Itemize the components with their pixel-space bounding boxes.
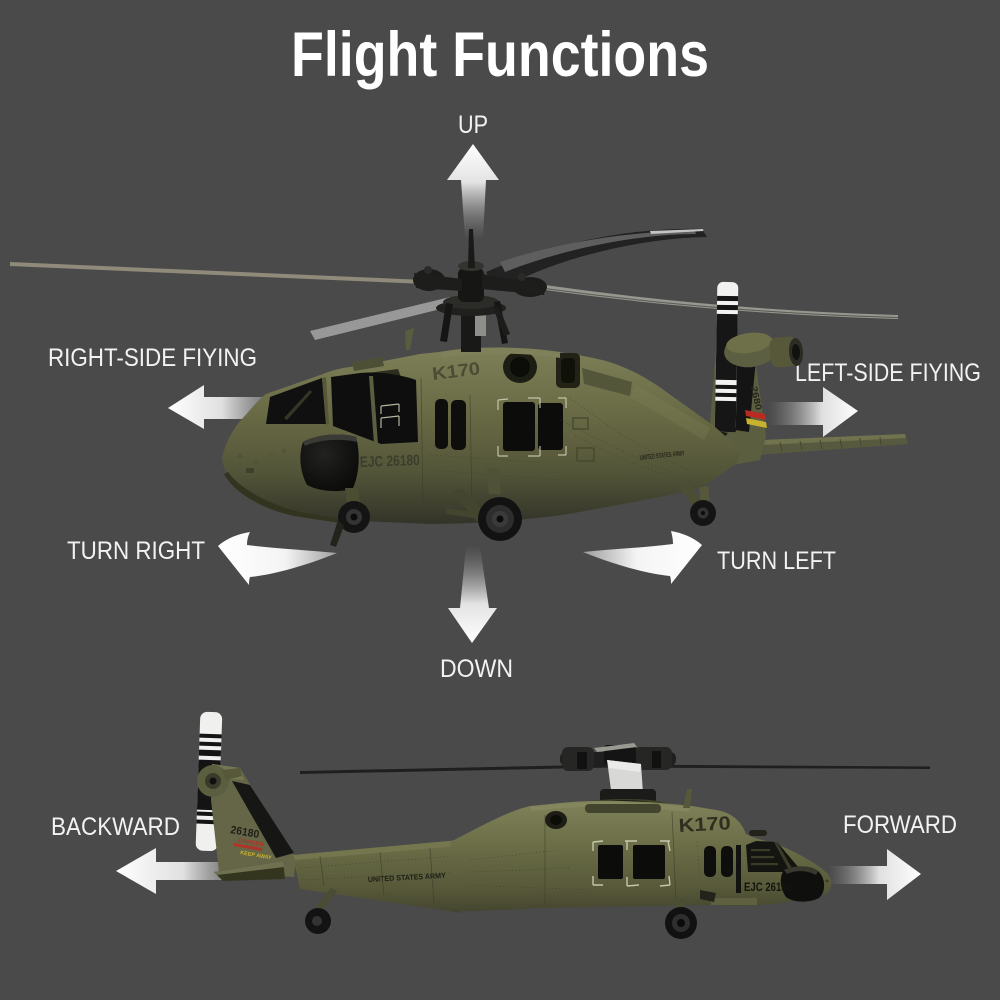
svg-text:2680: 2680: [749, 385, 764, 411]
svg-text:DOWN: DOWN: [440, 655, 513, 683]
svg-text:BACKWARD: BACKWARD: [51, 813, 180, 841]
svg-text:UNITED STATES ARMY: UNITED STATES ARMY: [368, 871, 446, 884]
svg-text:DANGER: DANGER: [238, 838, 265, 849]
svg-text:26180: 26180: [229, 824, 260, 841]
svg-text:Flight Functions: Flight Functions: [291, 20, 709, 90]
svg-text:FORWARD: FORWARD: [843, 811, 957, 839]
svg-text:UNITED STATES ARMY: UNITED STATES ARMY: [639, 450, 685, 462]
svg-text:RIGHT-SIDE FIYING: RIGHT-SIDE FIYING: [48, 344, 257, 372]
svg-text:UP: UP: [458, 111, 488, 139]
svg-text:LEFT-SIDE FIYING: LEFT-SIDE FIYING: [795, 359, 981, 387]
svg-text:KEEP AWAY: KEEP AWAY: [240, 850, 273, 862]
svg-text:K170: K170: [678, 813, 731, 837]
svg-text:TURN RIGHT: TURN RIGHT: [67, 537, 205, 565]
svg-text:EJC 26180: EJC 26180: [744, 880, 792, 894]
svg-text:EJC 26180: EJC 26180: [360, 452, 421, 471]
svg-text:TURN LEFT: TURN LEFT: [717, 547, 836, 575]
